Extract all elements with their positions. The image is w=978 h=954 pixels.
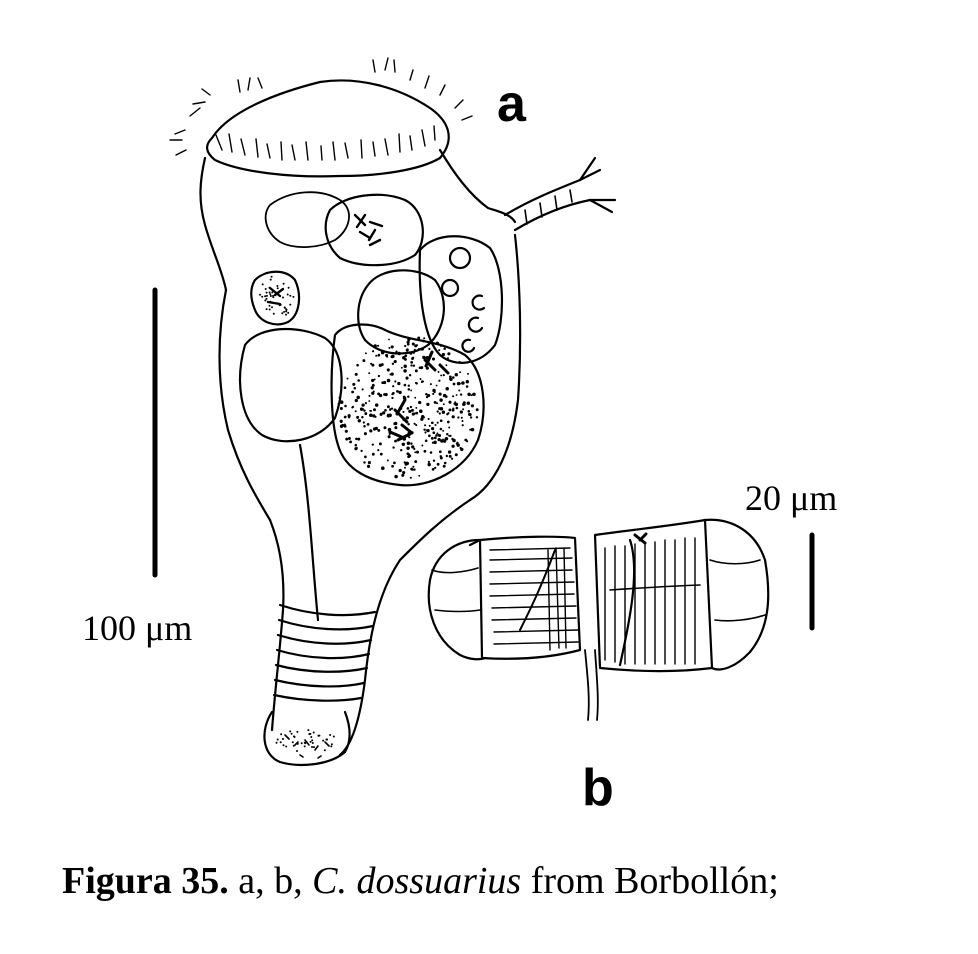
figure-number: Figura 35. [62, 860, 229, 902]
rotifer-body-a [169, 57, 617, 767]
panel-label-b: b [582, 759, 614, 817]
scale-label-20um: 20 μm [745, 478, 838, 518]
caption-species: C. dossuarius [312, 860, 522, 902]
panel-label-a: a [497, 75, 526, 133]
caption-panels: a, b, [238, 860, 303, 902]
scale-label-100um: 100 μm [82, 608, 193, 648]
figure-caption: Figura 35. a, b, C. dossuarius from Borb… [62, 862, 779, 900]
stippling [259, 275, 479, 752]
trophi-drawing-b [427, 518, 770, 721]
caption-location: from Borbollón; [530, 860, 779, 902]
